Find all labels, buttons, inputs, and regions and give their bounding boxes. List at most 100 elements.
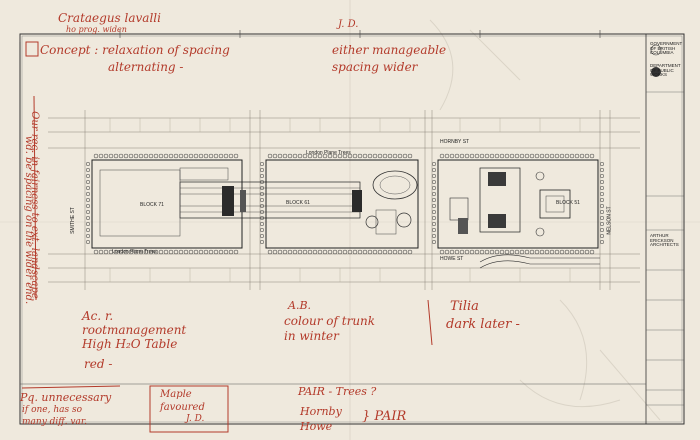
tree-symbol bbox=[534, 153, 540, 159]
tree-symbol bbox=[272, 249, 278, 255]
note-jd-top: J. D. bbox=[338, 19, 359, 30]
note-manageable-line2: spacing wider bbox=[332, 60, 418, 74]
tree-symbol bbox=[431, 227, 437, 233]
tree-symbol bbox=[183, 153, 189, 159]
tree-symbol bbox=[307, 153, 313, 159]
tree-symbol bbox=[569, 249, 575, 255]
tree-symbol bbox=[509, 153, 515, 159]
tree-symbol bbox=[332, 153, 338, 159]
label-lane-bottom: London Plane Trees bbox=[112, 249, 157, 255]
tree-symbol bbox=[599, 191, 605, 197]
tree-symbol bbox=[464, 249, 470, 255]
tree-symbol bbox=[158, 249, 164, 255]
note-maple-1: Maple bbox=[160, 389, 192, 400]
tree-symbol bbox=[431, 179, 437, 185]
tree-symbol bbox=[589, 249, 595, 255]
tree-symbol bbox=[143, 249, 149, 255]
tree-symbol bbox=[524, 153, 530, 159]
tree-symbol bbox=[534, 249, 540, 255]
tree-symbol bbox=[158, 153, 164, 159]
note-pair-2: Hornby bbox=[300, 405, 342, 418]
tree-symbol bbox=[352, 153, 358, 159]
tree-symbol bbox=[539, 153, 545, 159]
tree-symbol bbox=[431, 173, 437, 179]
tree-symbol bbox=[108, 249, 114, 255]
tree-symbol bbox=[85, 233, 91, 239]
tree-symbol bbox=[98, 153, 104, 159]
tree-symbol bbox=[259, 173, 265, 179]
tree-symbol bbox=[474, 249, 480, 255]
tree-symbol bbox=[168, 153, 174, 159]
tree-symbol bbox=[347, 249, 353, 255]
tree-symbol bbox=[282, 249, 288, 255]
tree-symbol bbox=[459, 249, 465, 255]
tree-symbol bbox=[559, 153, 565, 159]
tree-symbol bbox=[123, 249, 129, 255]
note-acr-4: red - bbox=[84, 357, 113, 371]
tree-symbol bbox=[163, 153, 169, 159]
tree-symbol bbox=[564, 153, 570, 159]
tree-symbol bbox=[431, 239, 437, 245]
tree-symbol bbox=[352, 249, 358, 255]
tree-symbol bbox=[439, 249, 445, 255]
tree-symbol bbox=[223, 153, 229, 159]
tree-symbol bbox=[118, 249, 124, 255]
tree-symbol bbox=[469, 249, 475, 255]
tree-symbol bbox=[397, 249, 403, 255]
tree-symbol bbox=[474, 153, 480, 159]
tree-symbol bbox=[168, 249, 174, 255]
tree-symbol bbox=[599, 185, 605, 191]
tree-symbol bbox=[297, 249, 303, 255]
note-ab-1: A.B. bbox=[288, 299, 312, 312]
tree-symbol bbox=[544, 249, 550, 255]
tree-symbol bbox=[529, 249, 535, 255]
tree-symbol bbox=[519, 249, 525, 255]
tree-symbol bbox=[287, 249, 293, 255]
tree-symbol bbox=[484, 153, 490, 159]
tree-symbol bbox=[464, 153, 470, 159]
tree-symbol bbox=[178, 249, 184, 255]
tree-symbol bbox=[554, 153, 560, 159]
tree-symbol bbox=[203, 153, 209, 159]
tree-symbol bbox=[292, 153, 298, 159]
label-block-61: BLOCK 61 bbox=[286, 200, 310, 206]
tree-symbol bbox=[589, 153, 595, 159]
tree-symbol bbox=[347, 153, 353, 159]
tree-symbol bbox=[524, 249, 530, 255]
tree-symbol bbox=[479, 153, 485, 159]
tree-symbol bbox=[259, 233, 265, 239]
note-acr-1: Ac. r. bbox=[82, 309, 114, 323]
tree-symbol bbox=[357, 153, 363, 159]
tree-symbol bbox=[302, 153, 308, 159]
tree-symbol bbox=[312, 153, 318, 159]
tree-symbol bbox=[494, 249, 500, 255]
tree-symbol bbox=[444, 249, 450, 255]
tree-symbol bbox=[392, 249, 398, 255]
tree-symbol bbox=[367, 153, 373, 159]
tree-symbol bbox=[504, 153, 510, 159]
tree-symbol bbox=[599, 239, 605, 245]
tree-symbol bbox=[148, 249, 154, 255]
tree-symbol bbox=[584, 153, 590, 159]
note-concept-line1: Concept : relaxation of spacing bbox=[40, 43, 230, 57]
tree-symbol bbox=[183, 249, 189, 255]
tree-symbol bbox=[382, 153, 388, 159]
note-manageable-line1: either manageable bbox=[332, 43, 447, 57]
tree-symbol bbox=[223, 249, 229, 255]
tree-symbol bbox=[337, 153, 343, 159]
note-crataegus-sub: ho prog. widen bbox=[66, 25, 127, 34]
tree-symbol bbox=[113, 153, 119, 159]
tree-symbol bbox=[133, 249, 139, 255]
tree-symbol bbox=[153, 153, 159, 159]
tree-symbol bbox=[599, 221, 605, 227]
note-acr-2: rootmanagement bbox=[82, 323, 187, 337]
tree-symbol bbox=[362, 153, 368, 159]
tree-symbol bbox=[163, 249, 169, 255]
tree-symbol bbox=[387, 249, 393, 255]
tree-symbol bbox=[198, 249, 204, 255]
tree-symbol bbox=[599, 227, 605, 233]
tree-symbol bbox=[357, 249, 363, 255]
title-architects: ARTHUR ERICKSON ARCHITECTS bbox=[650, 233, 679, 247]
